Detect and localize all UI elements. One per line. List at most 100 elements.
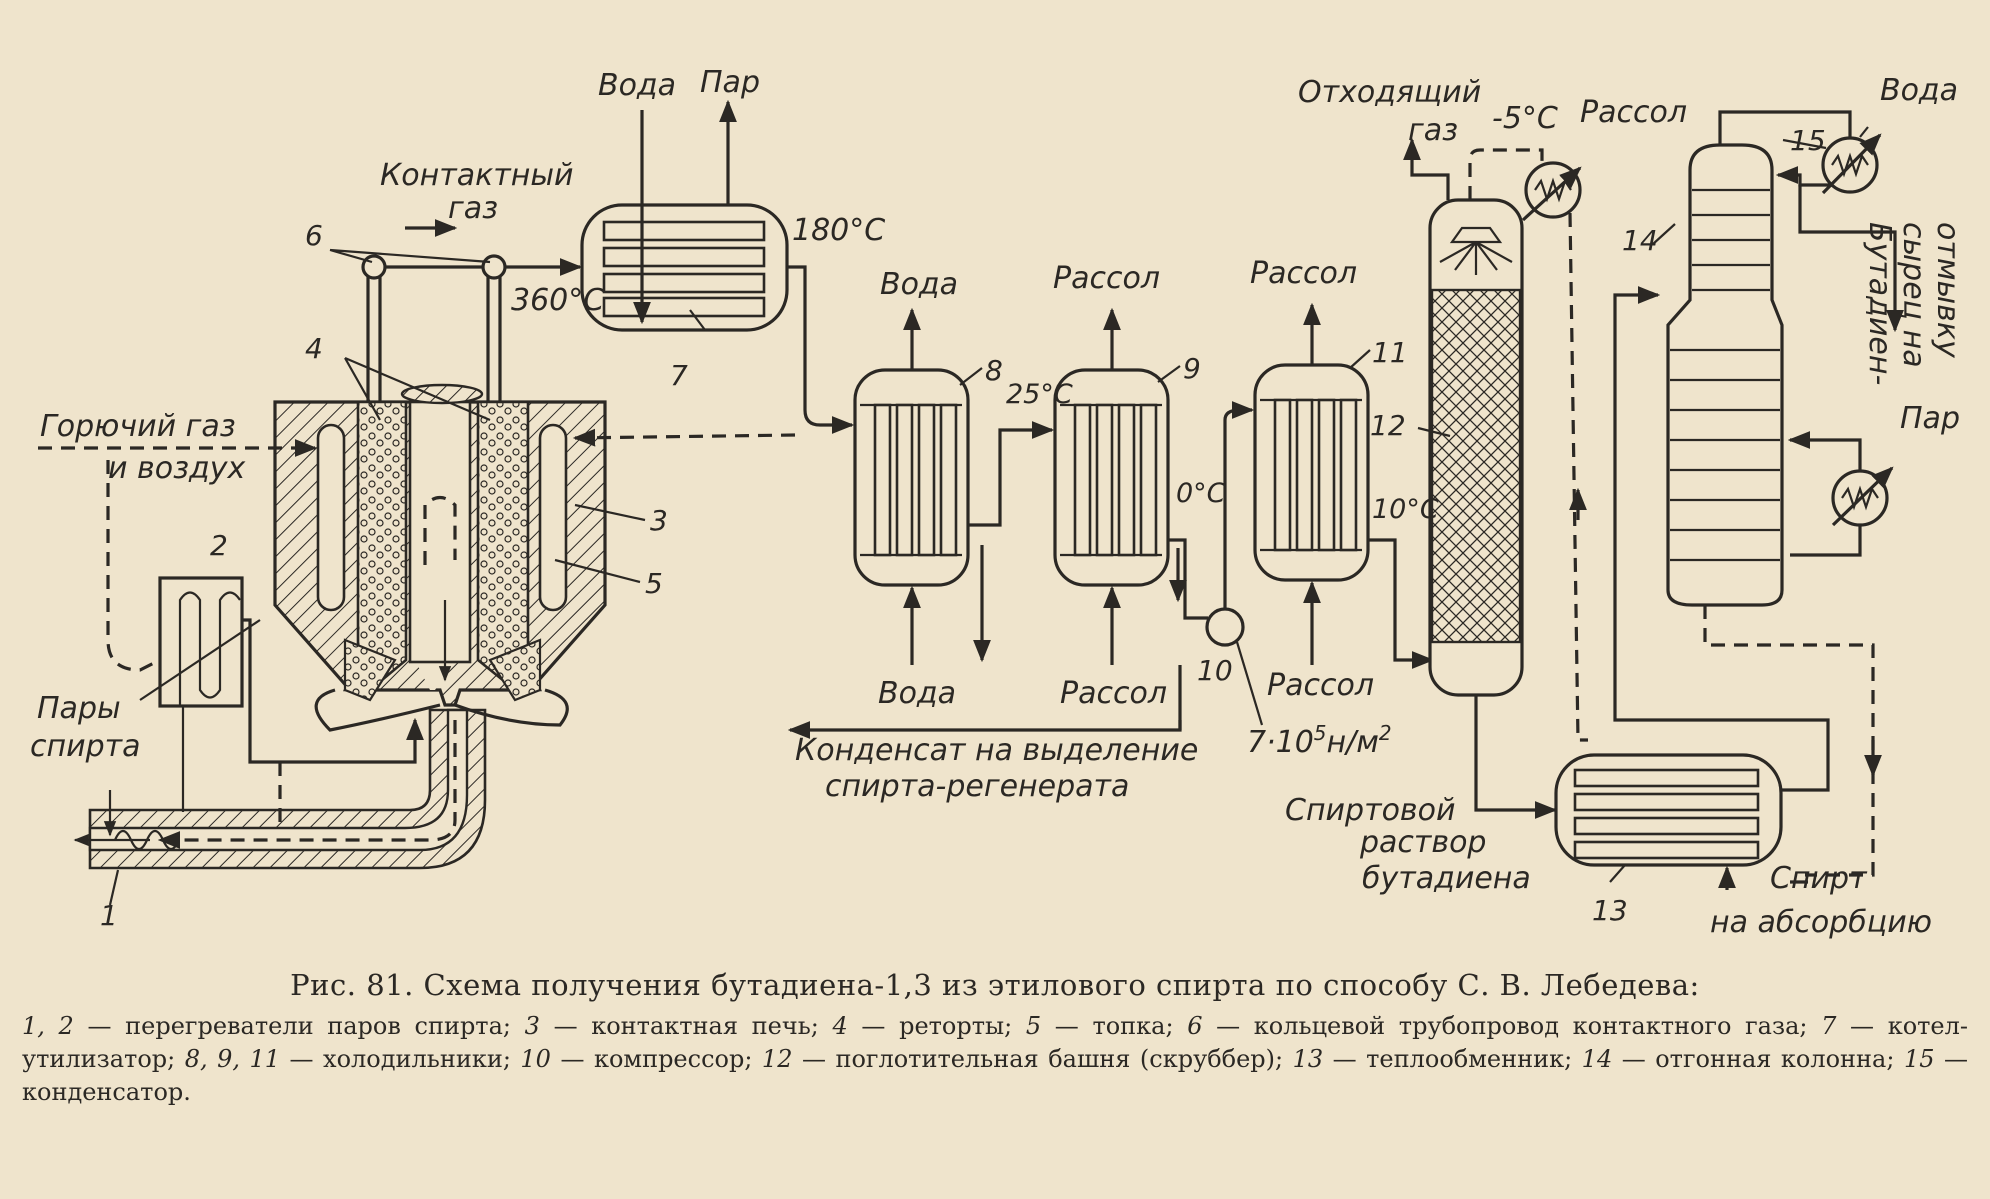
condensate-line <box>787 720 1182 739</box>
num-1: 1 <box>100 899 118 932</box>
legend-number: 5 <box>1025 1012 1042 1040</box>
legend-text: — котел-утилизатор; <box>22 1012 1968 1073</box>
legend-text: — теплообменник; <box>1323 1045 1582 1073</box>
legend-number: 7 <box>1821 1012 1837 1040</box>
legend-text: — топка; <box>1041 1012 1188 1040</box>
legend-number: 14 <box>1581 1045 1613 1073</box>
leader-12 <box>1417 426 1451 438</box>
num-15: 15 <box>1790 124 1826 157</box>
label-butadiene-raw: Бутадиен- сырец на отмывку <box>1862 222 1965 385</box>
label-steam-boiler: Пар <box>700 65 760 100</box>
label-alcohol-solution-3: бутадиена <box>1362 861 1531 896</box>
condenser-15 <box>1775 126 1904 333</box>
label-steam-14: Пар <box>1900 401 1960 436</box>
label-condensate: Конденсат на выделение <box>795 733 1198 768</box>
label-condensate-2: спирта-регенерата <box>825 769 1129 804</box>
label-brine-9-bottom: Рассол <box>1060 676 1167 711</box>
reboiler-14 <box>1787 431 1894 557</box>
legend-text: — холодильники; <box>280 1045 521 1073</box>
num-4: 4 <box>305 332 323 365</box>
label-temp-10: 10°С <box>1372 494 1439 525</box>
legend-text: — поглотительная башня (скруббер); <box>792 1045 1293 1073</box>
label-alcohol-vapor-2: спирта <box>30 729 141 764</box>
label-temp-minus5: -5°С <box>1492 101 1558 136</box>
leader-15 <box>1782 138 1827 150</box>
label-temp-0: 0°С <box>1176 478 1226 509</box>
label-alcohol-solution-2: раствор <box>1359 825 1486 860</box>
label-fuel-gas: Горючий газ <box>40 409 236 444</box>
scrubber-12 <box>1403 137 1558 819</box>
leader-9 <box>1157 365 1181 383</box>
stripping-column-14 <box>1652 110 1882 884</box>
label-brine-9-top: Рассол <box>1053 261 1160 296</box>
leader-6 <box>329 248 491 264</box>
legend-text: — перегреватели паров спирта; <box>73 1012 525 1040</box>
label-water-15: Вода <box>1880 73 1958 108</box>
label-temp-25: 25°С <box>1006 379 1073 410</box>
legend-number: 1, 2 <box>22 1012 74 1040</box>
legend-text: — конденсатор. <box>22 1045 1968 1106</box>
legend-number: 10 <box>520 1045 551 1073</box>
fuel-gas-lines <box>38 428 796 830</box>
num-10: 10 <box>1197 654 1233 687</box>
heat-exchanger-13 <box>1554 286 1830 890</box>
waste-heat-boiler <box>405 99 855 434</box>
leader-1 <box>108 869 120 906</box>
cooler-9 <box>1053 307 1208 665</box>
label-off-gas: Отходящий <box>1298 75 1481 110</box>
leader-11 <box>1349 349 1371 369</box>
label-fuel-gas-2: и воздух <box>108 451 246 486</box>
num-3: 3 <box>650 504 668 537</box>
legend-number: 6 <box>1187 1012 1203 1040</box>
svg-text:сырец на: сырец на <box>1896 222 1931 368</box>
leader-4 <box>344 356 491 422</box>
label-alcohol-vapor: Пары <box>37 691 121 726</box>
num-2: 2 <box>210 529 228 562</box>
num-13: 13 <box>1592 894 1628 927</box>
label-brine-11-top: Рассол <box>1250 256 1357 291</box>
cooler-8 <box>853 307 1055 665</box>
leader-5 <box>554 558 641 584</box>
figure-legend: 1, 2 — перегреватели паров спирта; 3 — к… <box>22 1010 1968 1109</box>
figure-caption: Рис. 81. Схема получения бутадиена-1,3 и… <box>290 968 1700 1002</box>
process-flow-diagram: Вода Пар Контактный газ 180°С 360°С Горю… <box>30 65 1965 940</box>
svg-text:отмывку: отмывку <box>1930 222 1965 359</box>
num-6: 6 <box>305 219 323 252</box>
leader-3 <box>574 503 646 522</box>
num-9: 9 <box>1183 352 1201 385</box>
legend-number: 15 <box>1903 1045 1935 1073</box>
label-water-boiler: Вода <box>598 68 676 103</box>
ring-gas-pipeline <box>361 254 583 402</box>
label-off-gas-2: газ <box>1408 113 1458 148</box>
leader-8 <box>959 367 983 386</box>
label-alcohol-absorption: Спирт <box>1770 861 1868 896</box>
legend-number: 4 <box>832 1012 848 1040</box>
scrubber-condenser <box>1521 161 1588 742</box>
cooler-11 <box>1253 302 1435 669</box>
num-7: 7 <box>670 359 688 392</box>
label-temp-180: 180°С <box>792 213 885 248</box>
num-14: 14 <box>1622 224 1658 257</box>
contact-furnace <box>273 383 607 707</box>
legend-text: — контактная печь; <box>539 1012 833 1040</box>
legend-text: — реторты; <box>847 1012 1026 1040</box>
legend-text: — компрессор; <box>550 1045 762 1073</box>
label-water-8-bottom: Вода <box>878 676 956 711</box>
label-temp-360: 360°С <box>511 283 604 318</box>
vapor-supply-pipe <box>73 618 569 870</box>
label-contact-gas: Контактный <box>380 158 574 193</box>
diagram-labels: Вода Пар Контактный газ 180°С 360°С Горю… <box>30 65 1965 940</box>
legend-text: — отгонная колонна; <box>1612 1045 1904 1073</box>
label-water-8-top: Вода <box>880 267 958 302</box>
num-12: 12 <box>1370 409 1406 442</box>
num-11: 11 <box>1372 336 1408 369</box>
superheater-2 <box>139 576 261 812</box>
svg-text:Бутадиен-: Бутадиен- <box>1862 222 1897 385</box>
label-alcohol-solution: Спиртовой <box>1285 793 1455 828</box>
legend-number: 8, 9, 11 <box>184 1045 281 1073</box>
label-brine-11-bottom: Рассол <box>1267 668 1374 703</box>
label-contact-gas-2: газ <box>448 191 498 226</box>
label-pressure: 7·105н/м2 <box>1247 721 1392 760</box>
legend-number: 12 <box>761 1045 793 1073</box>
label-brine-condenser: Рассол <box>1580 95 1687 130</box>
